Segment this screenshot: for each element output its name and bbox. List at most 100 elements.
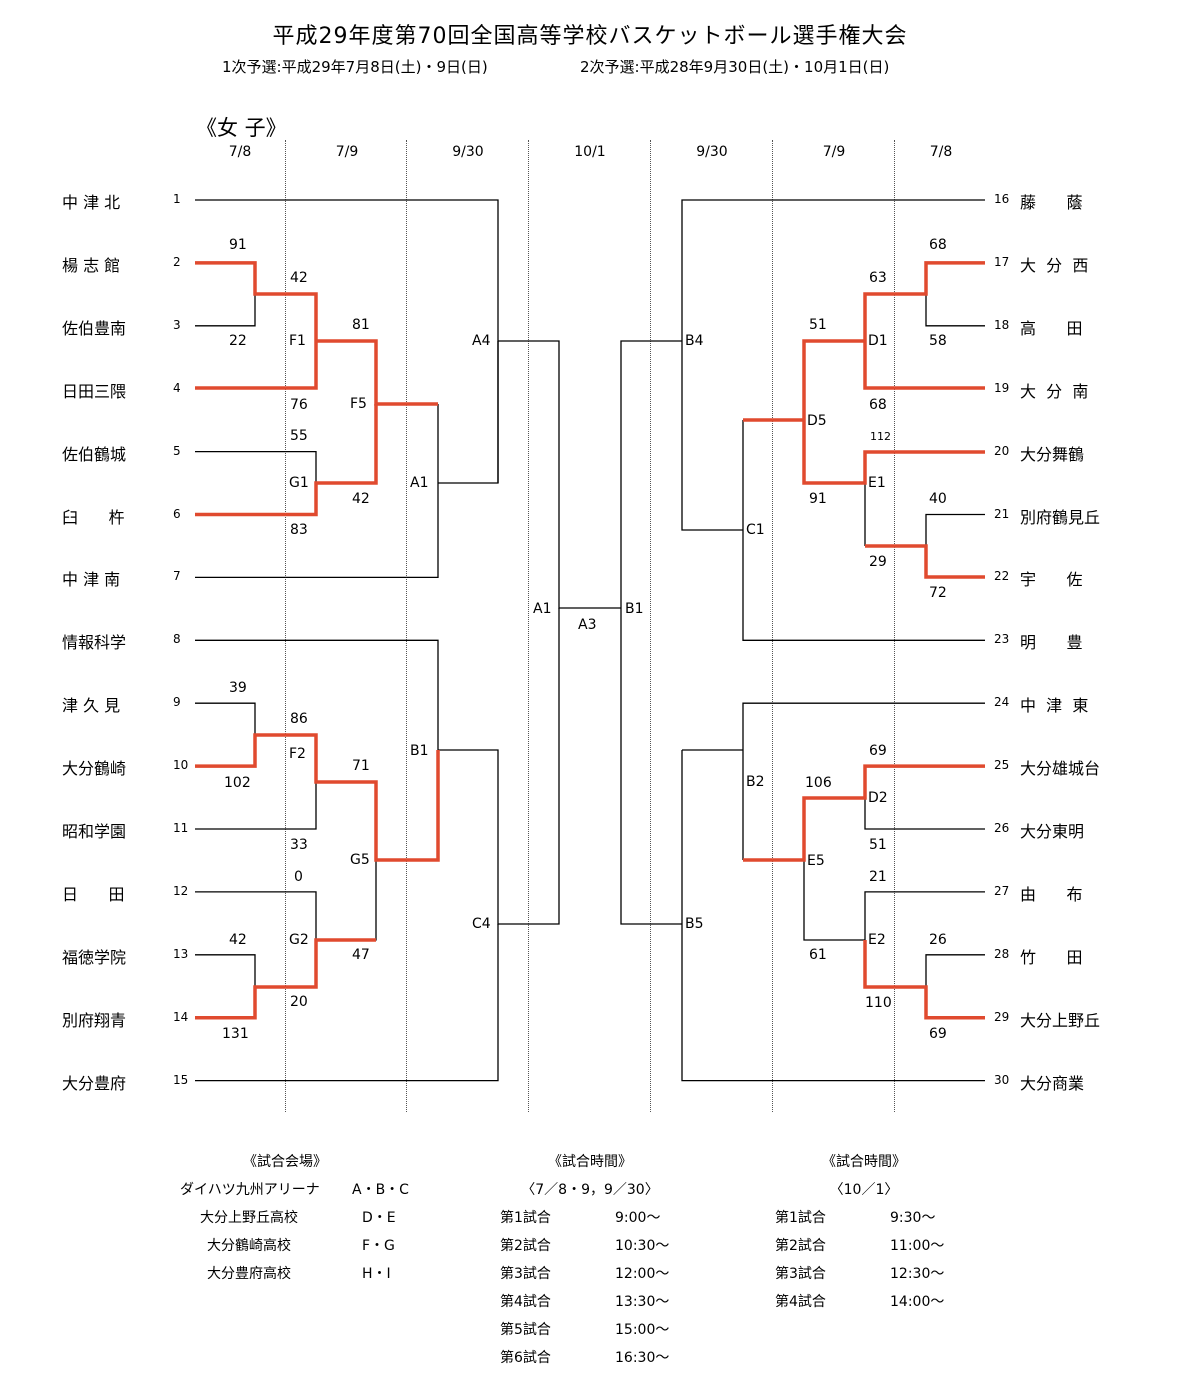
score: 47 <box>352 947 370 963</box>
team-name: 由 布 <box>1020 884 1083 904</box>
team-name: 大分豊府 <box>62 1073 127 1093</box>
team-name: 福徳学院 <box>62 947 127 967</box>
game-time: 12:30～ <box>890 1266 945 1282</box>
team-name: 佐伯豊南 <box>62 318 127 338</box>
match-code: G5 <box>350 852 370 868</box>
team-seed: 1 <box>173 192 181 206</box>
game-time: 16:30～ <box>615 1350 670 1366</box>
match-code: G1 <box>289 475 309 491</box>
match-code: A1 <box>410 475 429 491</box>
score: 61 <box>809 947 827 963</box>
team-name: 佐伯鶴城 <box>62 444 127 464</box>
bracket-line <box>925 513 985 546</box>
score: 112 <box>870 430 891 443</box>
score: 26 <box>929 932 947 948</box>
winner-line <box>802 339 985 485</box>
game-time: 11:00～ <box>890 1238 945 1254</box>
round-date: 10/1 <box>574 144 606 160</box>
team-seed: 15 <box>173 1072 189 1087</box>
game-number: 第4試合 <box>775 1294 826 1310</box>
game-time: 14:00～ <box>890 1294 945 1310</box>
match-code: B5 <box>685 916 704 932</box>
round-date: 7/8 <box>929 144 953 160</box>
team-seed: 13 <box>173 946 189 961</box>
second-round-dates: 2次予選:平成28年9月30日(土)・10月1日(日) <box>580 58 890 76</box>
team-name: 竹 田 <box>1020 947 1083 967</box>
venue-name: 大分上野丘高校 <box>200 1210 298 1226</box>
winner-line <box>195 261 318 390</box>
bracket-line <box>620 340 682 608</box>
team-seed: 2 <box>173 254 181 269</box>
round-date: 9/30 <box>696 144 728 160</box>
game-number: 第3試合 <box>500 1266 551 1282</box>
score: 91 <box>809 491 827 507</box>
game-number: 第5試合 <box>500 1322 551 1338</box>
winner-line <box>195 404 378 517</box>
team-seed: 28 <box>994 946 1010 961</box>
venue-courts: H・I <box>362 1266 391 1282</box>
venue-name: ダイハツ九州アリーナ <box>180 1182 320 1198</box>
bracket-line <box>925 954 985 987</box>
bracket-line <box>195 954 256 987</box>
score: 131 <box>222 1026 249 1042</box>
game-number: 第2試合 <box>775 1238 826 1254</box>
match-code: F5 <box>350 396 367 412</box>
team-name: 大分舞鶴 <box>1020 444 1085 464</box>
team-name: 中 津 北 <box>62 193 121 212</box>
bracket-line <box>195 702 256 735</box>
team-seed: 26 <box>994 821 1010 835</box>
team-seed: 18 <box>994 317 1010 332</box>
score: 69 <box>869 743 887 759</box>
bracket-line <box>498 340 621 609</box>
team-seed: 22 <box>994 569 1010 584</box>
score: 106 <box>805 775 832 791</box>
score: 68 <box>869 397 887 413</box>
team-seed: 4 <box>173 380 181 395</box>
score: 71 <box>352 758 370 774</box>
score: 42 <box>352 491 370 507</box>
winner-line <box>865 544 985 579</box>
game-time: 9:00～ <box>615 1210 661 1226</box>
bracket-line <box>195 450 317 483</box>
winner-line <box>195 938 376 1020</box>
bracket-line <box>195 404 439 579</box>
team-name: 宇 佐 <box>1020 570 1083 590</box>
bracket-line <box>742 702 985 860</box>
bracket-line <box>195 262 256 327</box>
score: 33 <box>290 837 308 853</box>
column-divider <box>894 140 895 1112</box>
round-date: 7/8 <box>228 144 252 160</box>
bracket-line <box>864 798 985 830</box>
venue-courts: A・B・C <box>352 1182 409 1198</box>
column-divider <box>285 140 286 1112</box>
match-code: A4 <box>472 333 491 349</box>
round-date: 7/9 <box>335 144 359 160</box>
team-name: 津 久 見 <box>62 696 121 716</box>
game-time: 9:30～ <box>890 1210 936 1226</box>
team-seed: 9 <box>173 695 181 710</box>
venue-courts: D・E <box>362 1210 396 1226</box>
team-name: 別府鶴見丘 <box>1020 507 1101 527</box>
score: 58 <box>929 333 947 349</box>
score: 63 <box>869 270 887 286</box>
score: 40 <box>929 491 947 507</box>
column-divider <box>772 140 773 1112</box>
match-code: C4 <box>472 916 491 932</box>
score: 39 <box>229 680 247 696</box>
winner-line <box>316 339 438 406</box>
team-seed: 23 <box>994 632 1010 647</box>
score: 20 <box>290 994 308 1010</box>
team-name: 昭和学園 <box>62 822 127 841</box>
bracket-line <box>681 199 985 531</box>
score: 55 <box>290 428 308 444</box>
score: 51 <box>869 837 887 853</box>
match-code: F2 <box>289 746 306 762</box>
match-code: A3 <box>578 617 597 633</box>
game-number: 第6試合 <box>500 1350 551 1366</box>
match-code: B4 <box>685 333 704 349</box>
bracket-line <box>864 891 985 940</box>
score: 102 <box>224 775 251 791</box>
match-code: A1 <box>533 601 552 617</box>
bracket-line <box>620 608 682 925</box>
match-code: C1 <box>746 522 765 538</box>
